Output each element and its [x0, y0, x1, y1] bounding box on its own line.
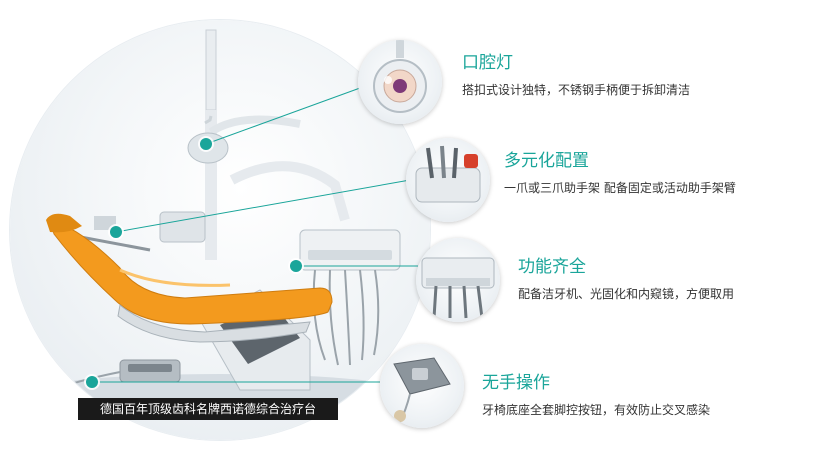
feature-title: 功能齐全 — [518, 257, 586, 277]
callout-dot-tray — [290, 260, 302, 272]
callout-dot-holder — [110, 226, 122, 238]
feature-desc: 配备洁牙机、光固化和内窥镜，方便取用 — [518, 287, 735, 301]
dental-lamp-icon — [358, 40, 442, 124]
callout-dot-lamp — [200, 138, 212, 150]
feature-desc: 牙椅底座全套脚控按钮，有效防止交叉感染 — [482, 403, 711, 417]
feature-title: 无手操作 — [482, 373, 550, 393]
feature-handsfree: 无手操作 牙椅底座全套脚控按钮，有效防止交叉感染 — [482, 372, 710, 418]
instrument-tray-icon — [416, 238, 500, 322]
feature-desc: 一爪或三爪助手架 配备固定或活动助手架臂 — [504, 181, 736, 195]
callout-dot-foot — [86, 376, 98, 388]
feature-functions: 功能齐全 配备洁牙机、光固化和内窥镜，方便取用 — [518, 256, 734, 302]
foot-control-icon — [380, 344, 464, 428]
feature-title: 多元化配置 — [504, 151, 589, 171]
feature-desc: 搭扣式设计独特，不锈钢手柄便于拆卸清洁 — [462, 83, 691, 97]
feature-config: 多元化配置 一爪或三爪助手架 配备固定或活动助手架臂 — [504, 150, 736, 196]
feature-title: 口腔灯 — [462, 53, 513, 73]
product-caption: 德国百年顶级齿科名牌西诺德综合治疗台 — [78, 398, 338, 420]
feature-lamp: 口腔灯 搭扣式设计独特，不锈钢手柄便于拆卸清洁 — [462, 52, 690, 98]
instrument-holder-icon — [406, 138, 490, 222]
